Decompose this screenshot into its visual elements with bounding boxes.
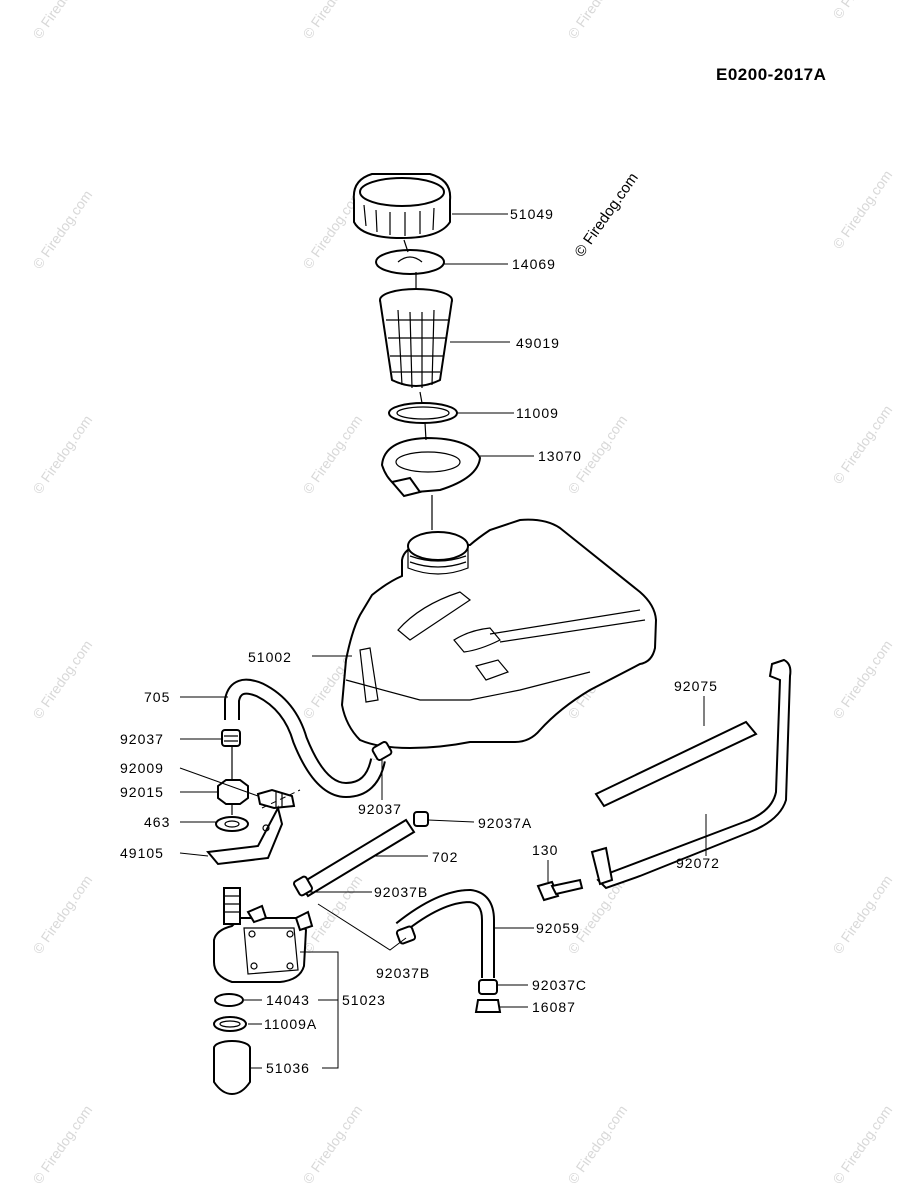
hose-clamp: [413, 811, 429, 827]
watermark-text: © Firedog.com: [299, 412, 365, 497]
part-label: 92075: [674, 678, 718, 694]
watermark-text: © Firedog.com: [829, 402, 895, 487]
part-label: 49019: [516, 335, 560, 351]
filler-ring: [380, 436, 482, 498]
part-label: 13070: [538, 448, 582, 464]
part-label: 51036: [266, 1060, 310, 1076]
part-label: 51023: [342, 992, 386, 1008]
part-label: 51049: [510, 206, 554, 222]
hose-clamp: [371, 741, 393, 761]
fuel-hose-705: [224, 678, 386, 799]
part-label: 92059: [536, 920, 580, 936]
hose-clamp: [395, 925, 417, 945]
gasket: [375, 249, 445, 275]
hose-clamp: [221, 729, 241, 747]
watermark-text: © Firedog.com: [564, 0, 630, 42]
o-ring: [213, 1016, 247, 1032]
hose-clamp: [293, 875, 313, 897]
rubber-pad: [594, 720, 758, 808]
part-label: 705: [144, 689, 170, 705]
tank-strap: [590, 658, 792, 890]
part-label: 463: [144, 814, 170, 830]
part-label: 14069: [512, 256, 556, 272]
strainer: [379, 288, 453, 389]
hose-clamp: [478, 979, 498, 995]
fuel-cap: [352, 173, 452, 240]
watermark-text: © Firedog.com: [829, 0, 895, 22]
part-label: 92037: [358, 801, 402, 817]
leader-lines: [179, 213, 707, 1069]
watermark-text: © Firedog.com: [829, 167, 895, 252]
part-label: 92037B: [374, 884, 428, 900]
watermark-text: © Firedog.com: [29, 637, 95, 722]
part-label: 92037C: [532, 977, 587, 993]
fuel-tank: [340, 518, 658, 750]
watermark-text: © Firedog.com: [829, 872, 895, 957]
part-label: 49105: [120, 845, 164, 861]
part-label: 11009A: [264, 1016, 317, 1032]
part-label: 130: [532, 842, 558, 858]
filter-bowl: [213, 1040, 251, 1096]
part-labels: 51049 14069 49019 11009 13070 51002 705 …: [120, 206, 720, 1076]
watermark-text: © Firedog.com: [29, 1102, 95, 1187]
watermark-text: © Firedog.com: [564, 1102, 630, 1187]
fitting: [256, 788, 296, 810]
watermark-text: © Firedog.com: [29, 412, 95, 497]
watermark-text: © Firedog.com: [29, 187, 95, 272]
bracket: [206, 789, 301, 866]
watermark-text: © Firedog.com: [829, 637, 895, 722]
washer: [214, 993, 244, 1007]
lock-washer: [215, 816, 249, 832]
watermark-text: © Firedog.com: [29, 0, 95, 42]
part-label: 92037: [120, 731, 164, 747]
watermark-text: © Firedog.com: [299, 0, 365, 42]
part-label: 92037B: [376, 965, 430, 981]
o-ring: [388, 402, 458, 424]
part-label: 92015: [120, 784, 164, 800]
fuel-pump: [213, 887, 314, 983]
center-watermark: © Firedog.com: [571, 170, 641, 261]
part-label: 92009: [120, 760, 164, 776]
part-label: 92037A: [478, 815, 532, 831]
nut: [217, 779, 249, 805]
part-label: 702: [432, 849, 458, 865]
part-label: 11009: [516, 405, 559, 421]
part-label: 51002: [248, 649, 292, 665]
diagram-code: E0200-2017A: [716, 65, 826, 84]
watermark-text: © Firedog.com: [299, 1102, 365, 1187]
watermark-text: © Firedog.com: [29, 872, 95, 957]
filter-cap: [474, 999, 502, 1013]
bolt: [536, 878, 584, 902]
svg-text:© Firedog.com: © Firedog.com: [571, 170, 641, 261]
watermark-text: © Firedog.com: [829, 1102, 895, 1187]
fuel-hose-92059: [395, 888, 495, 978]
part-label: 14043: [266, 992, 310, 1008]
part-label: 92072: [676, 855, 720, 871]
part-label: 16087: [532, 999, 576, 1015]
